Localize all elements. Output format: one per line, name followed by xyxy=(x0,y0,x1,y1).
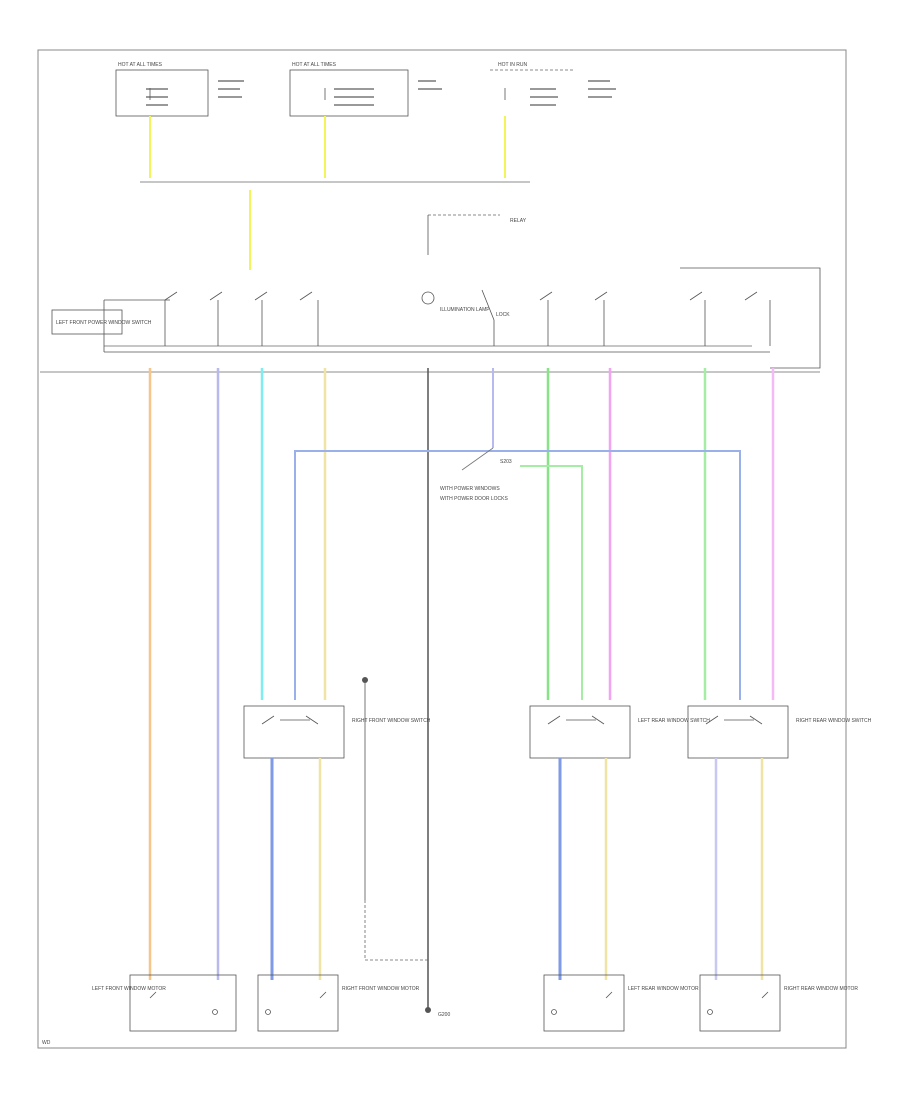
splice-label: S203 xyxy=(500,459,512,465)
master-switch-lock-box xyxy=(51,309,123,335)
motor-lr-icon xyxy=(551,1009,557,1015)
motor-rr-box xyxy=(699,974,781,1032)
relay-group: RELAY xyxy=(427,214,527,255)
note-1: WITH POWER WINDOWS xyxy=(440,486,500,492)
rr-switch-label: RIGHT REAR WINDOW SWITCH xyxy=(796,718,872,724)
master-switch-assembly: LEFT FRONT POWER WINDOW SWITCH ILLUMINAT… xyxy=(51,267,821,369)
lock-label: LOCK xyxy=(496,312,510,318)
motor-rr-icon xyxy=(707,1009,713,1015)
illum-label: ILLUMINATION LAMP xyxy=(440,307,490,313)
wire-harness: S203 WITH POWER WINDOWS WITH POWER DOOR … xyxy=(148,368,775,1010)
footer-label: WD xyxy=(42,1040,51,1046)
rf-switch-box xyxy=(243,705,345,759)
note-2: WITH POWER DOOR LOCKS xyxy=(440,496,508,502)
ground-label: G200 xyxy=(438,1012,450,1018)
motor-rr-label: RIGHT REAR WINDOW MOTOR xyxy=(784,986,858,992)
rr-switch-box xyxy=(687,705,789,759)
motor-lf-icon xyxy=(212,1009,218,1015)
master-switch-label: LEFT FRONT POWER WINDOW SWITCH xyxy=(56,320,152,326)
master-switch-contacts xyxy=(164,289,771,346)
fuse-box-2-label: HOT AT ALL TIMES xyxy=(292,62,337,68)
motor-lr-label: LEFT REAR WINDOW MOTOR xyxy=(628,986,699,992)
rf-switch-ground-icon xyxy=(362,677,368,683)
window-motors: LEFT FRONT WINDOW MOTOR RIGHT FRONT WIND… xyxy=(92,974,858,1032)
motor-rf-icon xyxy=(265,1009,271,1015)
lr-switch-label: LEFT REAR WINDOW SWITCH xyxy=(638,718,710,724)
motor-lf-box xyxy=(129,974,237,1032)
motor-rf-label: RIGHT FRONT WINDOW MOTOR xyxy=(342,986,420,992)
fuse-box-1-label: HOT AT ALL TIMES xyxy=(118,62,163,68)
ground-group: G200 xyxy=(425,1007,450,1018)
diagram-frame xyxy=(37,49,847,1049)
wire-blue-loop xyxy=(294,450,741,700)
motor-rf-box xyxy=(257,974,339,1032)
wire-green-cross xyxy=(520,465,583,700)
rf-switch-label: RIGHT FRONT WINDOW SWITCH xyxy=(352,718,431,724)
illumination-lamp-icon xyxy=(421,291,435,305)
fuse-box-texts xyxy=(146,80,616,106)
fuse-box-3-label: HOT IN RUN xyxy=(498,62,527,68)
motor-lr-box xyxy=(543,974,625,1032)
relay-label: RELAY xyxy=(510,218,527,224)
motor-feeds xyxy=(270,758,764,980)
fuse-box-2 xyxy=(289,69,409,117)
door-switches: RIGHT FRONT WINDOW SWITCH LEFT REAR WIND… xyxy=(243,677,872,900)
fuse-block-group: HOT AT ALL TIMES HOT AT ALL TIMES HOT IN… xyxy=(115,62,616,270)
ground-icon xyxy=(425,1007,431,1013)
motor-lf-label: LEFT FRONT WINDOW MOTOR xyxy=(92,986,166,992)
fuse-box-1 xyxy=(115,69,209,117)
lr-switch-box xyxy=(529,705,631,759)
